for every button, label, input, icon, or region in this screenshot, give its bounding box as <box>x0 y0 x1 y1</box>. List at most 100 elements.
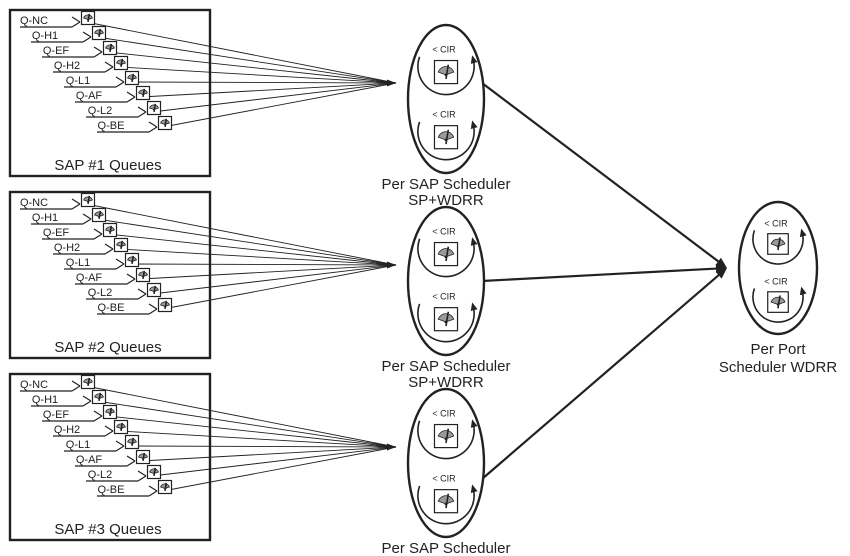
queue-chevron <box>93 46 103 53</box>
queue-label: Q-H1 <box>32 212 58 224</box>
queue-label: Q-L1 <box>66 257 90 269</box>
queue-row: Q-L1 <box>64 434 397 452</box>
sap2-round-robin-arrow <box>417 237 478 278</box>
port-link-arrowhead <box>715 268 727 279</box>
queue-chevron <box>148 121 158 128</box>
queue-row: Q-L2 <box>86 446 397 482</box>
sap1-cir-label: < CIR <box>432 44 456 54</box>
queue-chevron <box>126 91 136 98</box>
queue-label: Q-L1 <box>66 75 90 87</box>
queue-chevron <box>126 278 136 285</box>
sap3-scheduler-ellipse <box>406 387 486 539</box>
queue-shaper-meter-icon <box>157 479 173 495</box>
queue-chevron <box>93 51 103 58</box>
queue-to-scheduler-line <box>151 446 397 477</box>
queue-chevron <box>71 380 81 387</box>
sap3-cir-label: < CIR <box>432 474 456 484</box>
sap-to-port-link <box>481 82 722 265</box>
queue-label: Q-AF <box>76 454 103 466</box>
queue-chevron <box>126 96 136 103</box>
queue-label: Q-AF <box>76 272 103 284</box>
queue-to-scheduler-line <box>151 82 397 113</box>
queue-shaper-meter-icon <box>157 115 173 131</box>
queue-shaper-meter-icon <box>146 464 162 480</box>
queue-row: Q-H2 <box>53 55 397 84</box>
queue-label: Q-NC <box>20 197 48 209</box>
sap2-cir-meter-icon <box>433 241 459 267</box>
queue-label: Q-H1 <box>32 394 58 406</box>
queue-chevron <box>93 233 103 240</box>
queue-chevron <box>137 288 147 295</box>
port-cir-label: < CIR <box>764 277 788 287</box>
queue-chevron <box>115 81 125 88</box>
queue-shaper-meter-icon <box>157 297 173 313</box>
sap3-scheduler: < CIR< CIR <box>406 387 486 539</box>
queue-shaper-meter-icon <box>135 85 151 101</box>
port-cir-meter-icon <box>767 291 789 313</box>
queue-chevron <box>104 430 114 437</box>
queue-chevron <box>93 410 103 417</box>
sap1-cir-meter-icon <box>433 59 459 85</box>
queue-label: Q-NC <box>20 379 48 391</box>
sap3-cir-meter-icon <box>433 423 459 449</box>
queue-chevron <box>104 66 114 73</box>
queue-label: Q-NC <box>20 15 48 27</box>
queue-to-scheduler-line <box>162 82 397 128</box>
queue-row: Q-EF <box>42 40 397 84</box>
queue-chevron <box>126 273 136 280</box>
queue-chevron <box>71 385 81 392</box>
queue-to-scheduler-line <box>151 264 397 295</box>
queue-to-scheduler-line <box>140 446 397 462</box>
queue-shaper-meter-icon <box>135 449 151 465</box>
queue-to-scheduler-line <box>118 430 397 448</box>
queue-chevron <box>104 61 114 68</box>
queue-to-scheduler-line <box>85 21 397 84</box>
port-round-robin-arrow <box>752 286 807 323</box>
sap-to-port-link <box>481 267 720 283</box>
queue-to-scheduler-line <box>96 400 397 448</box>
scheduler-interconnect <box>481 82 727 480</box>
queue-to-scheduler-line <box>107 233 397 266</box>
queue-shaper-meter-icon <box>102 404 118 420</box>
sap2-cir-label: < CIR <box>432 226 456 236</box>
queue-chevron <box>71 203 81 210</box>
port-scheduler: < CIR< CIR <box>737 200 819 336</box>
queue-label: Q-AF <box>76 90 103 102</box>
queue-label: Q-H1 <box>32 30 58 42</box>
queue-label: Q-H2 <box>54 424 80 436</box>
queue-chevron <box>137 111 147 118</box>
queue-row: Q-L1 <box>64 70 397 88</box>
sap-queues-title: SAP #1 Queues <box>54 157 161 174</box>
queue-chevron <box>93 228 103 235</box>
queue-shaper-meter-icon <box>113 237 129 253</box>
queue-row: Q-L2 <box>86 264 397 300</box>
queue-label: Q-L2 <box>88 105 112 117</box>
queue-label: Q-EF <box>43 227 70 239</box>
queue-label: Q-H2 <box>54 242 80 254</box>
sap3-round-robin-arrow <box>417 484 478 525</box>
queue-chevron <box>82 213 92 220</box>
queue-shaper-meter-icon <box>124 434 140 450</box>
queue-to-scheduler-line <box>85 385 397 448</box>
sap1-round-robin-arrow <box>417 55 478 96</box>
sap-group-1: SAP #1 QueuesQ-NCQ-H1Q-EFQ-H2Q-L1Q-AFQ-L… <box>8 8 510 209</box>
queue-chevron <box>82 31 92 38</box>
queue-shaper-meter-icon <box>124 70 140 86</box>
queue-shaper-meter-icon <box>124 252 140 268</box>
queue-label: Q-EF <box>43 409 70 421</box>
queue-label: Q-H2 <box>54 60 80 72</box>
queue-shaper-meter-icon <box>102 40 118 56</box>
queue-row: Q-H1 <box>31 389 397 448</box>
queue-row: Q-NC <box>20 192 397 266</box>
sap-scheduler-caption-line2: SP+WDRR <box>408 374 484 391</box>
queue-chevron <box>115 263 125 270</box>
queue-chevron <box>137 293 147 300</box>
sap2-scheduler: < CIR< CIR <box>406 205 486 357</box>
queue-to-scheduler-line <box>85 203 397 266</box>
queue-row: Q-L2 <box>86 82 397 118</box>
queue-to-scheduler-line <box>129 445 397 448</box>
queue-chevron <box>115 445 125 452</box>
queue-chevron <box>148 303 158 310</box>
